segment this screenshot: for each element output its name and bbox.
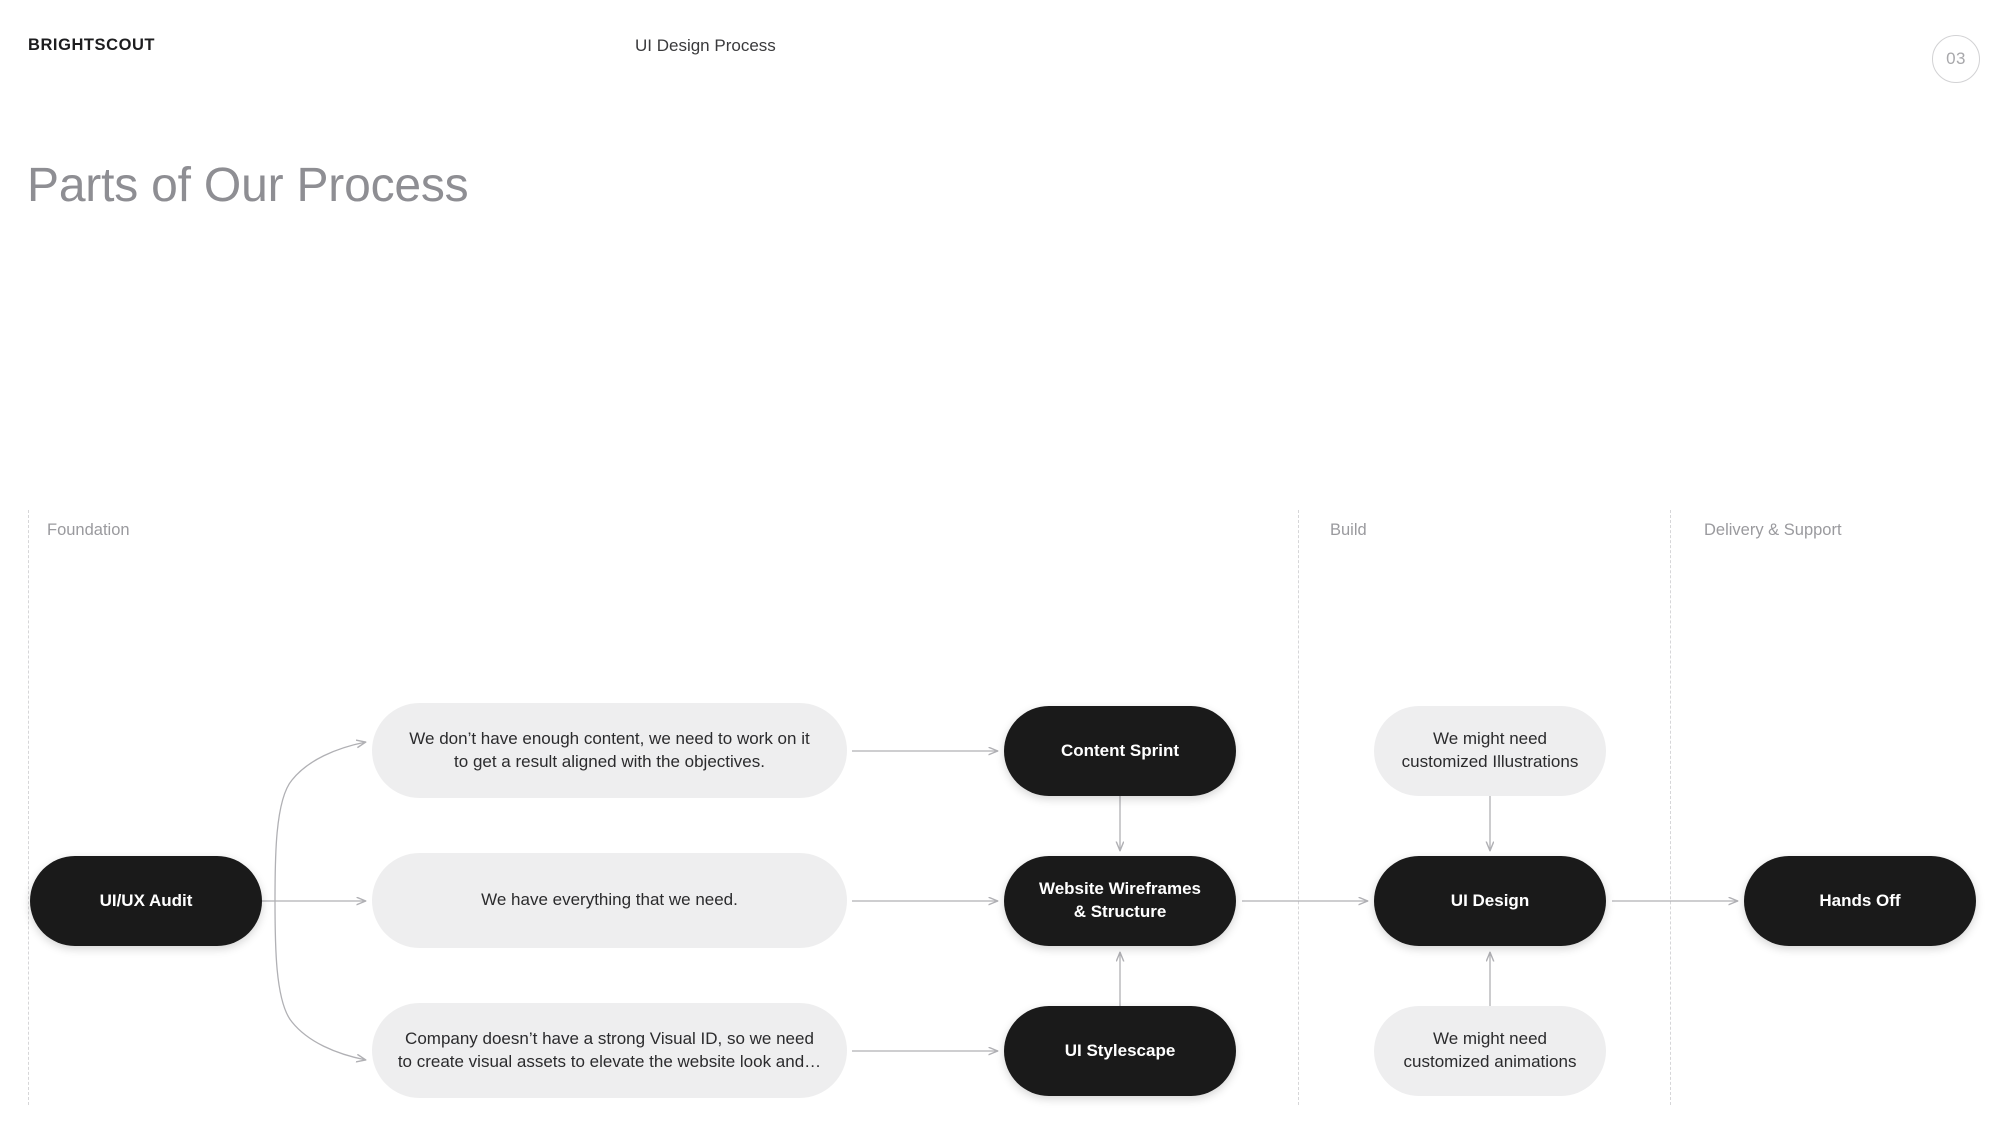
node-card-illustrations[interactable]: We might need customized Illustrations [1374, 706, 1606, 796]
node-ui-design[interactable]: UI Design [1374, 856, 1606, 946]
node-content-sprint-label: Content Sprint [1060, 740, 1180, 760]
node-hands-off[interactable]: Hands Off [1744, 856, 1976, 946]
node-card-everything-ready-label: We have everything that we need. [481, 890, 738, 910]
node-ui-ux-audit[interactable]: UI/UX Audit [30, 856, 262, 946]
deck-subtitle: UI Design Process [635, 36, 776, 55]
phase-divider-build [1298, 510, 1299, 1105]
connector-audit-to-visualid-card [274, 900, 366, 1060]
page-title: Parts of Our Process [27, 159, 469, 212]
phase-divider-foundation [28, 510, 29, 1105]
node-card-content-gap-label: We don’t have enough content, we need to… [409, 728, 810, 771]
node-ui-design-label: UI Design [1450, 890, 1530, 910]
node-card-content-gap[interactable]: We don’t have enough content, we need to… [372, 703, 847, 798]
node-content-sprint[interactable]: Content Sprint [1004, 706, 1236, 796]
node-card-animations-label: We might need customized animations [1403, 1029, 1577, 1071]
node-website-wireframes-label: Website Wireframes & Structure [1038, 879, 1202, 921]
node-card-illustrations-label: We might need customized Illustrations [1401, 729, 1579, 771]
node-ui-stylescape-label: UI Stylescape [1064, 1040, 1176, 1060]
node-ui-stylescape[interactable]: UI Stylescape [1004, 1006, 1236, 1096]
node-card-everything-ready[interactable]: We have everything that we need. [372, 853, 847, 948]
node-hands-off-label: Hands Off [1819, 890, 1901, 910]
phase-label-build: Build [1330, 521, 1367, 539]
phase-label-delivery: Delivery & Support [1704, 521, 1842, 539]
phase-label-foundation: Foundation [47, 521, 130, 539]
node-card-animations[interactable]: We might need customized animations [1374, 1006, 1606, 1096]
node-card-visual-id-label: Company doesn’t have a strong Visual ID,… [397, 1028, 822, 1071]
node-card-visual-id[interactable]: Company doesn’t have a strong Visual ID,… [372, 1003, 847, 1098]
connector-audit-to-content-card [274, 742, 366, 902]
brand-logo: BRIGHTSCOUT [28, 36, 156, 54]
page-number-badge: 03 [1932, 35, 1980, 83]
node-ui-ux-audit-label: UI/UX Audit [99, 890, 193, 910]
slide-header: BRIGHTSCOUT UI Design Process 03 [0, 0, 2000, 90]
phase-divider-delivery [1670, 510, 1671, 1105]
node-website-wireframes[interactable]: Website Wireframes & Structure [1004, 856, 1236, 946]
